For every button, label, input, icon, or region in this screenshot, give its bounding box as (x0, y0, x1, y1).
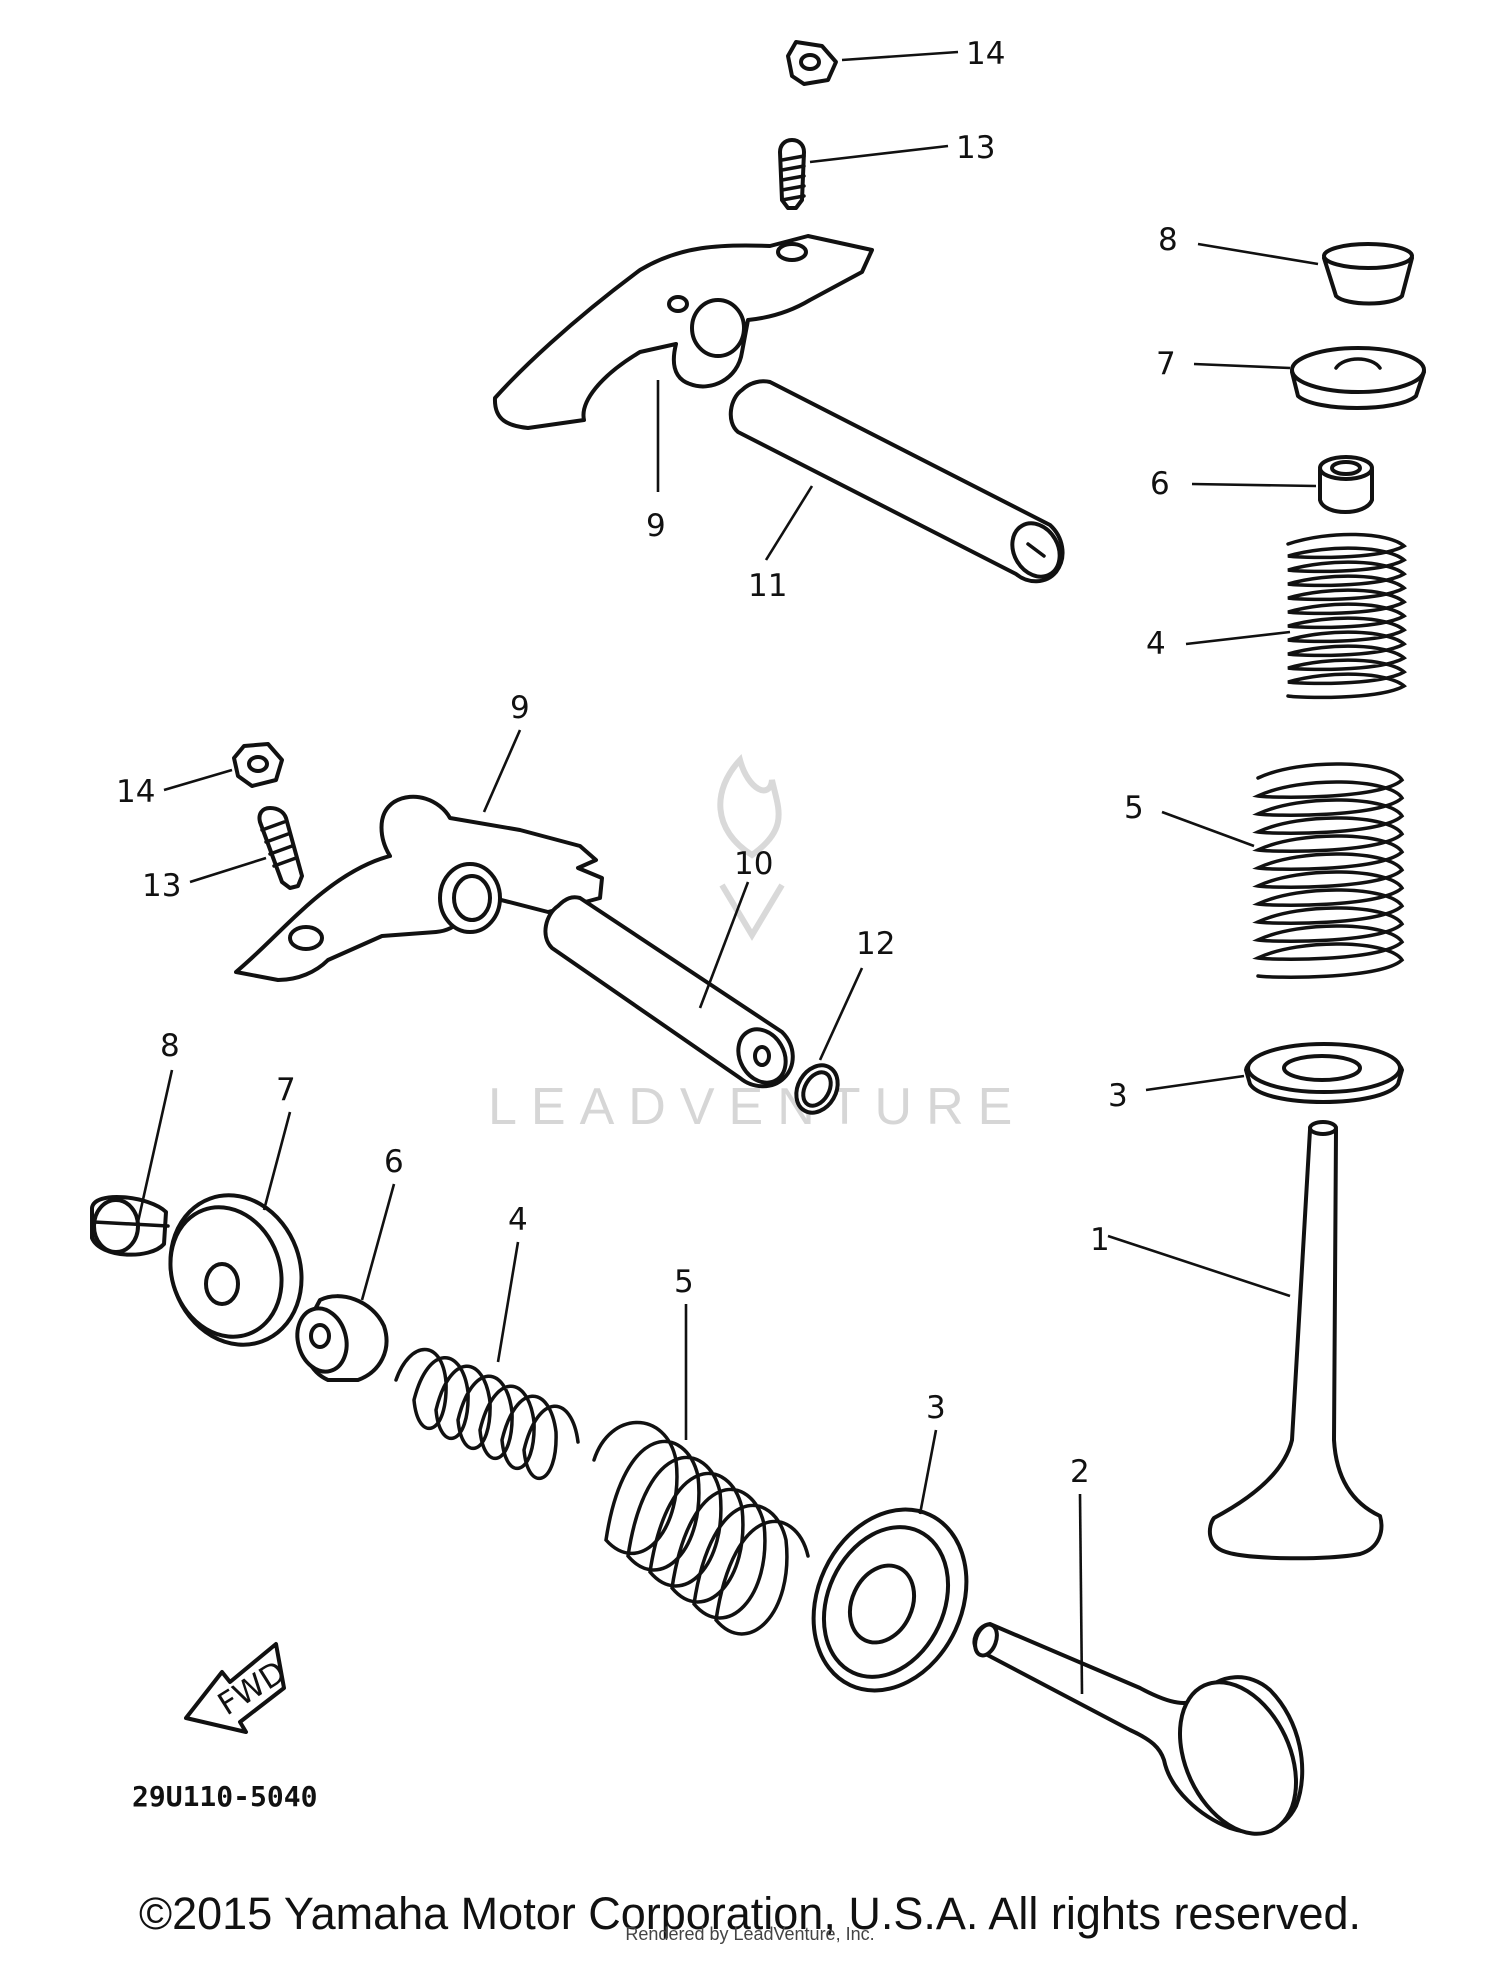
upper-shaft-slot (1026, 542, 1046, 558)
fwd-arrow: FWD (184, 1642, 292, 1734)
leader-upper-shaft (764, 485, 814, 561)
callout-exhaust-valve: 2 (1070, 1454, 1090, 1490)
intake-valve-tip (1308, 1120, 1338, 1136)
left-cotter-face (92, 1198, 140, 1254)
callout-right-seal: 6 (1150, 466, 1170, 502)
leader-left-cotter (136, 1069, 174, 1223)
exhaust-valve-tip (973, 1622, 999, 1658)
right-outer-spring (1252, 762, 1405, 979)
callout-lower-rocker: 9 (510, 690, 530, 726)
left-seat-inner (847, 1563, 917, 1645)
rendered-by-note: Rendered by LeadVenture, Inc. (625, 1924, 875, 1944)
leader-lower-screw (189, 856, 267, 884)
leader-left-seat (918, 1429, 938, 1515)
leader-lower-nut (163, 768, 233, 792)
leader-right-inner-spring (1185, 630, 1291, 646)
lower-rocker-arm (234, 794, 604, 982)
right-retainer-hole (1334, 357, 1382, 370)
lower-nut-hole (247, 755, 269, 773)
exhaust-valve-head (1177, 1680, 1299, 1836)
right-inner-spring (1286, 532, 1407, 700)
lower-rocker-inner-bore (452, 874, 492, 922)
callout-right-inner-spring: 4 (1146, 626, 1166, 662)
lower-rocker-shaft (543, 895, 795, 1089)
callout-lower-shaft: 10 (734, 846, 773, 882)
lower-screw-threads (260, 820, 298, 868)
right-seal-inner (1330, 460, 1362, 476)
left-retainer-hole (204, 1262, 240, 1306)
callout-o-ring: 12 (856, 926, 895, 962)
upper-rocker-bore (690, 298, 746, 358)
callout-lower-nut: 14 (116, 774, 155, 810)
right-seat-inner (1282, 1054, 1362, 1082)
watermark-flame-logo (717, 753, 785, 941)
upper-rocker-arm-assembly: 14 13 9 11 (492, 36, 1065, 604)
leader-intake-valve (1107, 1234, 1291, 1298)
right-stem-seal (1318, 468, 1374, 514)
left-seal-hole (309, 1323, 331, 1349)
callout-right-seat: 3 (1108, 1078, 1128, 1114)
callout-left-outer-spring: 5 (674, 1264, 694, 1300)
copyright-notice: ©2015 Yamaha Motor Corporation, U.S.A. A… (138, 1888, 1362, 1939)
leader-upper-nut (841, 50, 959, 62)
leader-left-inner-spring (496, 1241, 520, 1363)
leader-right-outer-spring (1161, 810, 1255, 848)
callout-upper-rocker: 9 (646, 508, 666, 544)
leader-left-retainer (262, 1111, 292, 1211)
right-cotter-top (1322, 242, 1414, 270)
leader-left-seal (360, 1183, 396, 1301)
right-retainer-top (1290, 346, 1426, 394)
callout-upper-screw: 13 (956, 130, 995, 166)
callout-left-seat: 3 (926, 1390, 946, 1426)
upper-rocker-shaft (728, 379, 1065, 584)
intake-valve (1207, 1122, 1384, 1561)
left-outer-spring (592, 1420, 810, 1636)
leader-right-seal (1191, 482, 1317, 488)
o-ring-inner (801, 1070, 833, 1108)
callout-left-seal: 6 (384, 1144, 404, 1180)
leader-right-retainer (1193, 362, 1291, 370)
fwd-arrow-shape (184, 1642, 286, 1734)
watermark-text: LEADVENTURE (488, 1078, 1026, 1136)
lower-adjuster-boss (288, 925, 324, 951)
left-cotter-split (92, 1220, 170, 1228)
leader-exhaust-valve (1078, 1493, 1084, 1695)
upper-rocker-oil-hole (667, 295, 689, 313)
leader-upper-screw (809, 144, 949, 164)
leader-right-cotter (1197, 242, 1319, 266)
callout-left-retainer: 7 (276, 1072, 296, 1108)
callout-upper-shaft: 11 (748, 568, 787, 604)
callout-left-inner-spring: 4 (508, 1202, 528, 1238)
leader-right-seat (1145, 1074, 1245, 1092)
leader-lower-shaft (698, 881, 750, 1009)
callout-right-outer-spring: 5 (1124, 790, 1144, 826)
watermark: LEADVENTURE (488, 753, 1026, 1136)
lower-shaft-hole (753, 1045, 771, 1067)
lower-adjuster-screw (257, 806, 304, 890)
upper-rocker-arm (492, 234, 874, 430)
callout-left-cotter: 8 (160, 1028, 180, 1064)
left-inner-spring (394, 1348, 580, 1481)
callout-right-cotter: 8 (1158, 222, 1178, 258)
upper-nut-hole (799, 53, 821, 71)
right-valve-stack: 8 7 6 4 5 3 1 (1090, 222, 1426, 1561)
lower-valve-stack: 8 7 6 4 5 3 2 (90, 1028, 1305, 1836)
callout-lower-screw: 13 (142, 868, 181, 904)
upper-adjuster-boss (776, 242, 808, 262)
callout-upper-nut: 14 (966, 36, 1005, 72)
callout-right-retainer: 7 (1156, 346, 1176, 382)
diagram-code: 29U110-5040 (132, 1780, 317, 1813)
lower-rocker-arm-assembly: 9 14 13 10 12 (116, 690, 895, 1115)
leader-lower-rocker (482, 729, 522, 813)
callout-intake-valve: 1 (1090, 1222, 1110, 1258)
upper-screw-threads (780, 154, 806, 202)
leader-o-ring (818, 967, 864, 1061)
